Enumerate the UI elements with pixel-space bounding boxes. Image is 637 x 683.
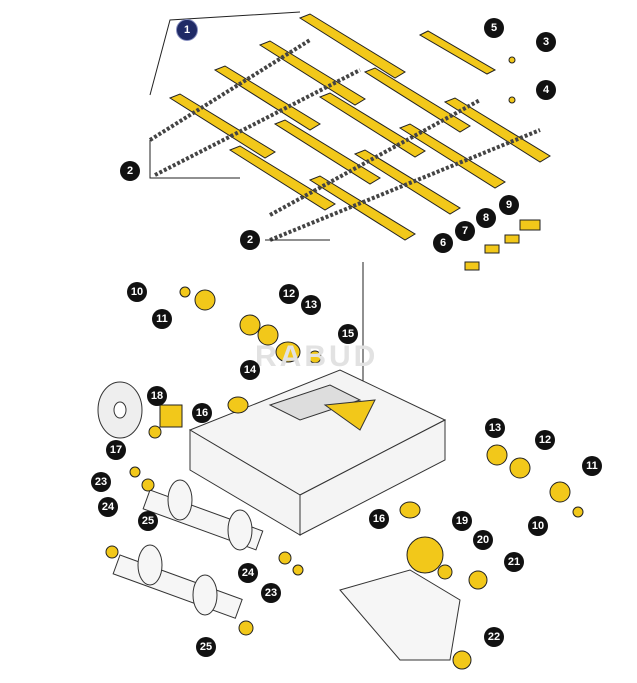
- callout-24: 24: [98, 497, 118, 517]
- callout-10: 10: [528, 516, 548, 536]
- callout-16: 16: [369, 509, 389, 529]
- callout-11: 11: [582, 456, 602, 476]
- callout-10: 10: [127, 282, 147, 302]
- callout-18: 18: [147, 386, 167, 406]
- callout-6: 6: [433, 233, 453, 253]
- callout-17: 17: [106, 440, 126, 460]
- conveyor-slats: [168, 13, 551, 241]
- callout-22: 22: [484, 627, 504, 647]
- callout-2: 2: [240, 230, 260, 250]
- callout-12: 12: [535, 430, 555, 450]
- callout-13: 13: [485, 418, 505, 438]
- callout-21: 21: [504, 552, 524, 572]
- callout-14: 14: [240, 360, 260, 380]
- leader-lines: [149, 11, 364, 410]
- callout-16: 16: [192, 403, 212, 423]
- callout-3: 3: [536, 32, 556, 52]
- callout-7: 7: [455, 221, 475, 241]
- callout-19: 19: [452, 511, 472, 531]
- callout-8: 8: [476, 208, 496, 228]
- shafts: [112, 479, 461, 661]
- callout-12: 12: [279, 284, 299, 304]
- callout-5: 5: [484, 18, 504, 38]
- callout-23: 23: [261, 583, 281, 603]
- machine-frame: [188, 369, 447, 536]
- callout-1: 1: [176, 19, 198, 41]
- callout-2: 2: [120, 161, 140, 181]
- callout-25: 25: [196, 637, 216, 657]
- yellow-parts: [105, 56, 584, 670]
- callout-25: 25: [138, 511, 158, 531]
- callout-24: 24: [238, 563, 258, 583]
- callout-20: 20: [473, 530, 493, 550]
- callout-13: 13: [301, 295, 321, 315]
- callout-9: 9: [499, 195, 519, 215]
- callout-15: 15: [338, 324, 358, 344]
- chains: [148, 38, 541, 242]
- callout-23: 23: [91, 472, 111, 492]
- callout-4: 4: [536, 80, 556, 100]
- pulley: [97, 381, 143, 439]
- callout-11: 11: [152, 309, 172, 329]
